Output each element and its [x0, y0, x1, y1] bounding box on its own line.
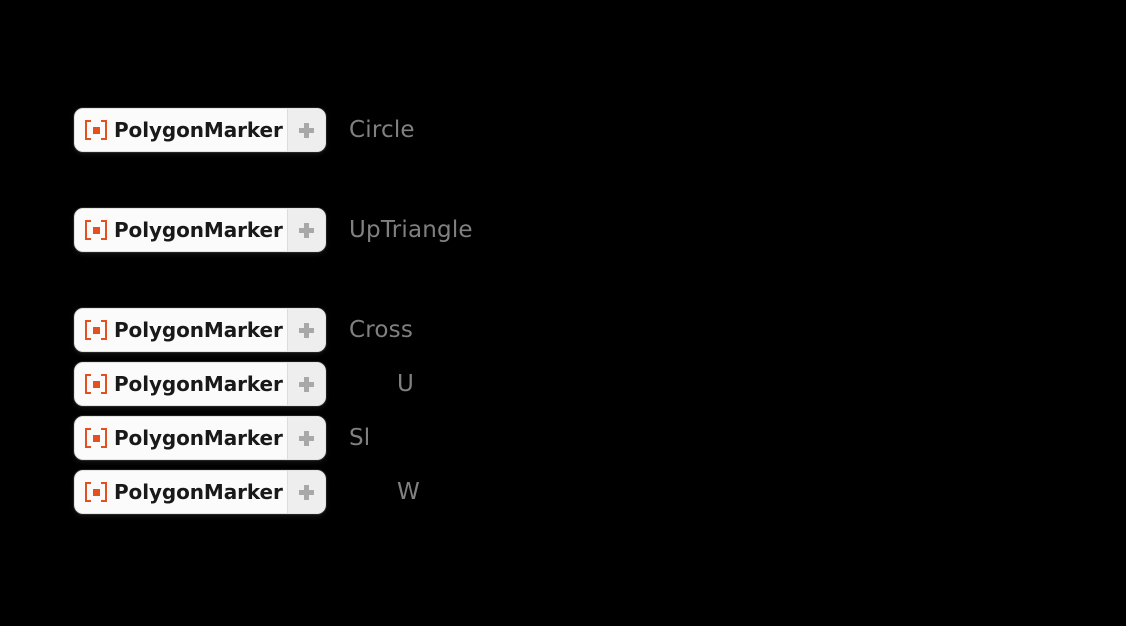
symbol-capsule-main[interactable]: PolygonMarker	[75, 471, 287, 513]
symbol-name: PolygonMarker	[114, 480, 283, 504]
result-text: U	[397, 370, 415, 397]
expand-plus-button[interactable]	[287, 417, 325, 459]
symbol-capsule[interactable]: PolygonMarker	[74, 208, 326, 252]
polygon-marker-icon	[85, 374, 107, 394]
plus-icon	[299, 122, 314, 138]
output-row: PolygonMarker U	[0, 362, 1126, 406]
symbol-name: PolygonMarker	[114, 118, 283, 142]
polygon-marker-icon	[85, 320, 107, 340]
symbol-capsule-main[interactable]: PolygonMarker	[75, 363, 287, 405]
symbol-name: PolygonMarker	[114, 426, 283, 450]
symbol-capsule[interactable]: PolygonMarker	[74, 416, 326, 460]
symbol-capsule[interactable]: PolygonMarker	[74, 108, 326, 152]
polygon-marker-icon	[85, 120, 107, 140]
symbol-capsule-main[interactable]: PolygonMarker	[75, 417, 287, 459]
symbol-name: PolygonMarker	[114, 218, 283, 242]
expand-plus-button[interactable]	[287, 209, 325, 251]
polygon-marker-icon	[85, 220, 107, 240]
output-row: PolygonMarker Sl	[0, 416, 1126, 460]
symbol-capsule[interactable]: PolygonMarker	[74, 308, 326, 352]
expand-plus-button[interactable]	[287, 363, 325, 405]
symbol-name: PolygonMarker	[114, 372, 283, 396]
result-text: Circle	[349, 116, 415, 143]
symbol-capsule[interactable]: PolygonMarker	[74, 470, 326, 514]
output-row: PolygonMarker UpTriangle	[0, 208, 1126, 252]
expand-plus-button[interactable]	[287, 109, 325, 151]
polygon-marker-icon	[85, 482, 107, 502]
expand-plus-button[interactable]	[287, 309, 325, 351]
symbol-capsule-main[interactable]: PolygonMarker	[75, 309, 287, 351]
plus-icon	[299, 222, 314, 238]
output-row: PolygonMarker Cross	[0, 308, 1126, 352]
symbol-capsule-main[interactable]: PolygonMarker	[75, 209, 287, 251]
symbol-capsule-main[interactable]: PolygonMarker	[75, 109, 287, 151]
result-text: UpTriangle	[349, 216, 473, 243]
plus-icon	[299, 430, 314, 446]
result-text: W	[397, 478, 420, 505]
plus-icon	[299, 376, 314, 392]
result-text: Cross	[349, 316, 414, 343]
expand-plus-button[interactable]	[287, 471, 325, 513]
plus-icon	[299, 322, 314, 338]
symbol-capsule[interactable]: PolygonMarker	[74, 362, 326, 406]
symbol-name: PolygonMarker	[114, 318, 283, 342]
polygon-marker-icon	[85, 428, 107, 448]
output-row: PolygonMarker W	[0, 470, 1126, 514]
output-row: PolygonMarker Circle	[0, 108, 1126, 152]
result-text: Sl	[349, 424, 371, 451]
plus-icon	[299, 484, 314, 500]
